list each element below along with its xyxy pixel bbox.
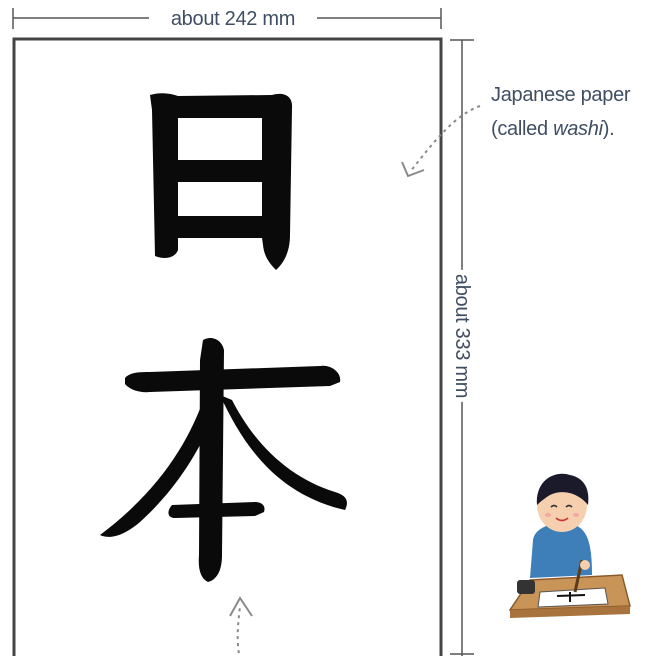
paper-caption-line2: (called washi).	[491, 112, 630, 146]
paper-caption-suffix: ).	[602, 118, 615, 140]
paper-pointer-arrow	[401, 105, 481, 178]
paper-caption-term: washi	[553, 118, 603, 140]
kanji-hon	[100, 338, 347, 582]
paper-caption-prefix: (called	[491, 118, 554, 140]
height-dimension-label: about 333 mm	[448, 269, 476, 403]
paper-caption: Japanese paper (called washi).	[491, 78, 631, 146]
paper-caption-line1: Japanese paper	[491, 84, 631, 106]
width-dimension-label: about 242 mm	[149, 5, 317, 33]
child-writing-calligraphy-icon	[508, 473, 631, 618]
kanji-nichi	[150, 93, 293, 270]
character-pointer-arrow	[229, 596, 253, 656]
washi-paper-sheet	[12, 37, 443, 656]
